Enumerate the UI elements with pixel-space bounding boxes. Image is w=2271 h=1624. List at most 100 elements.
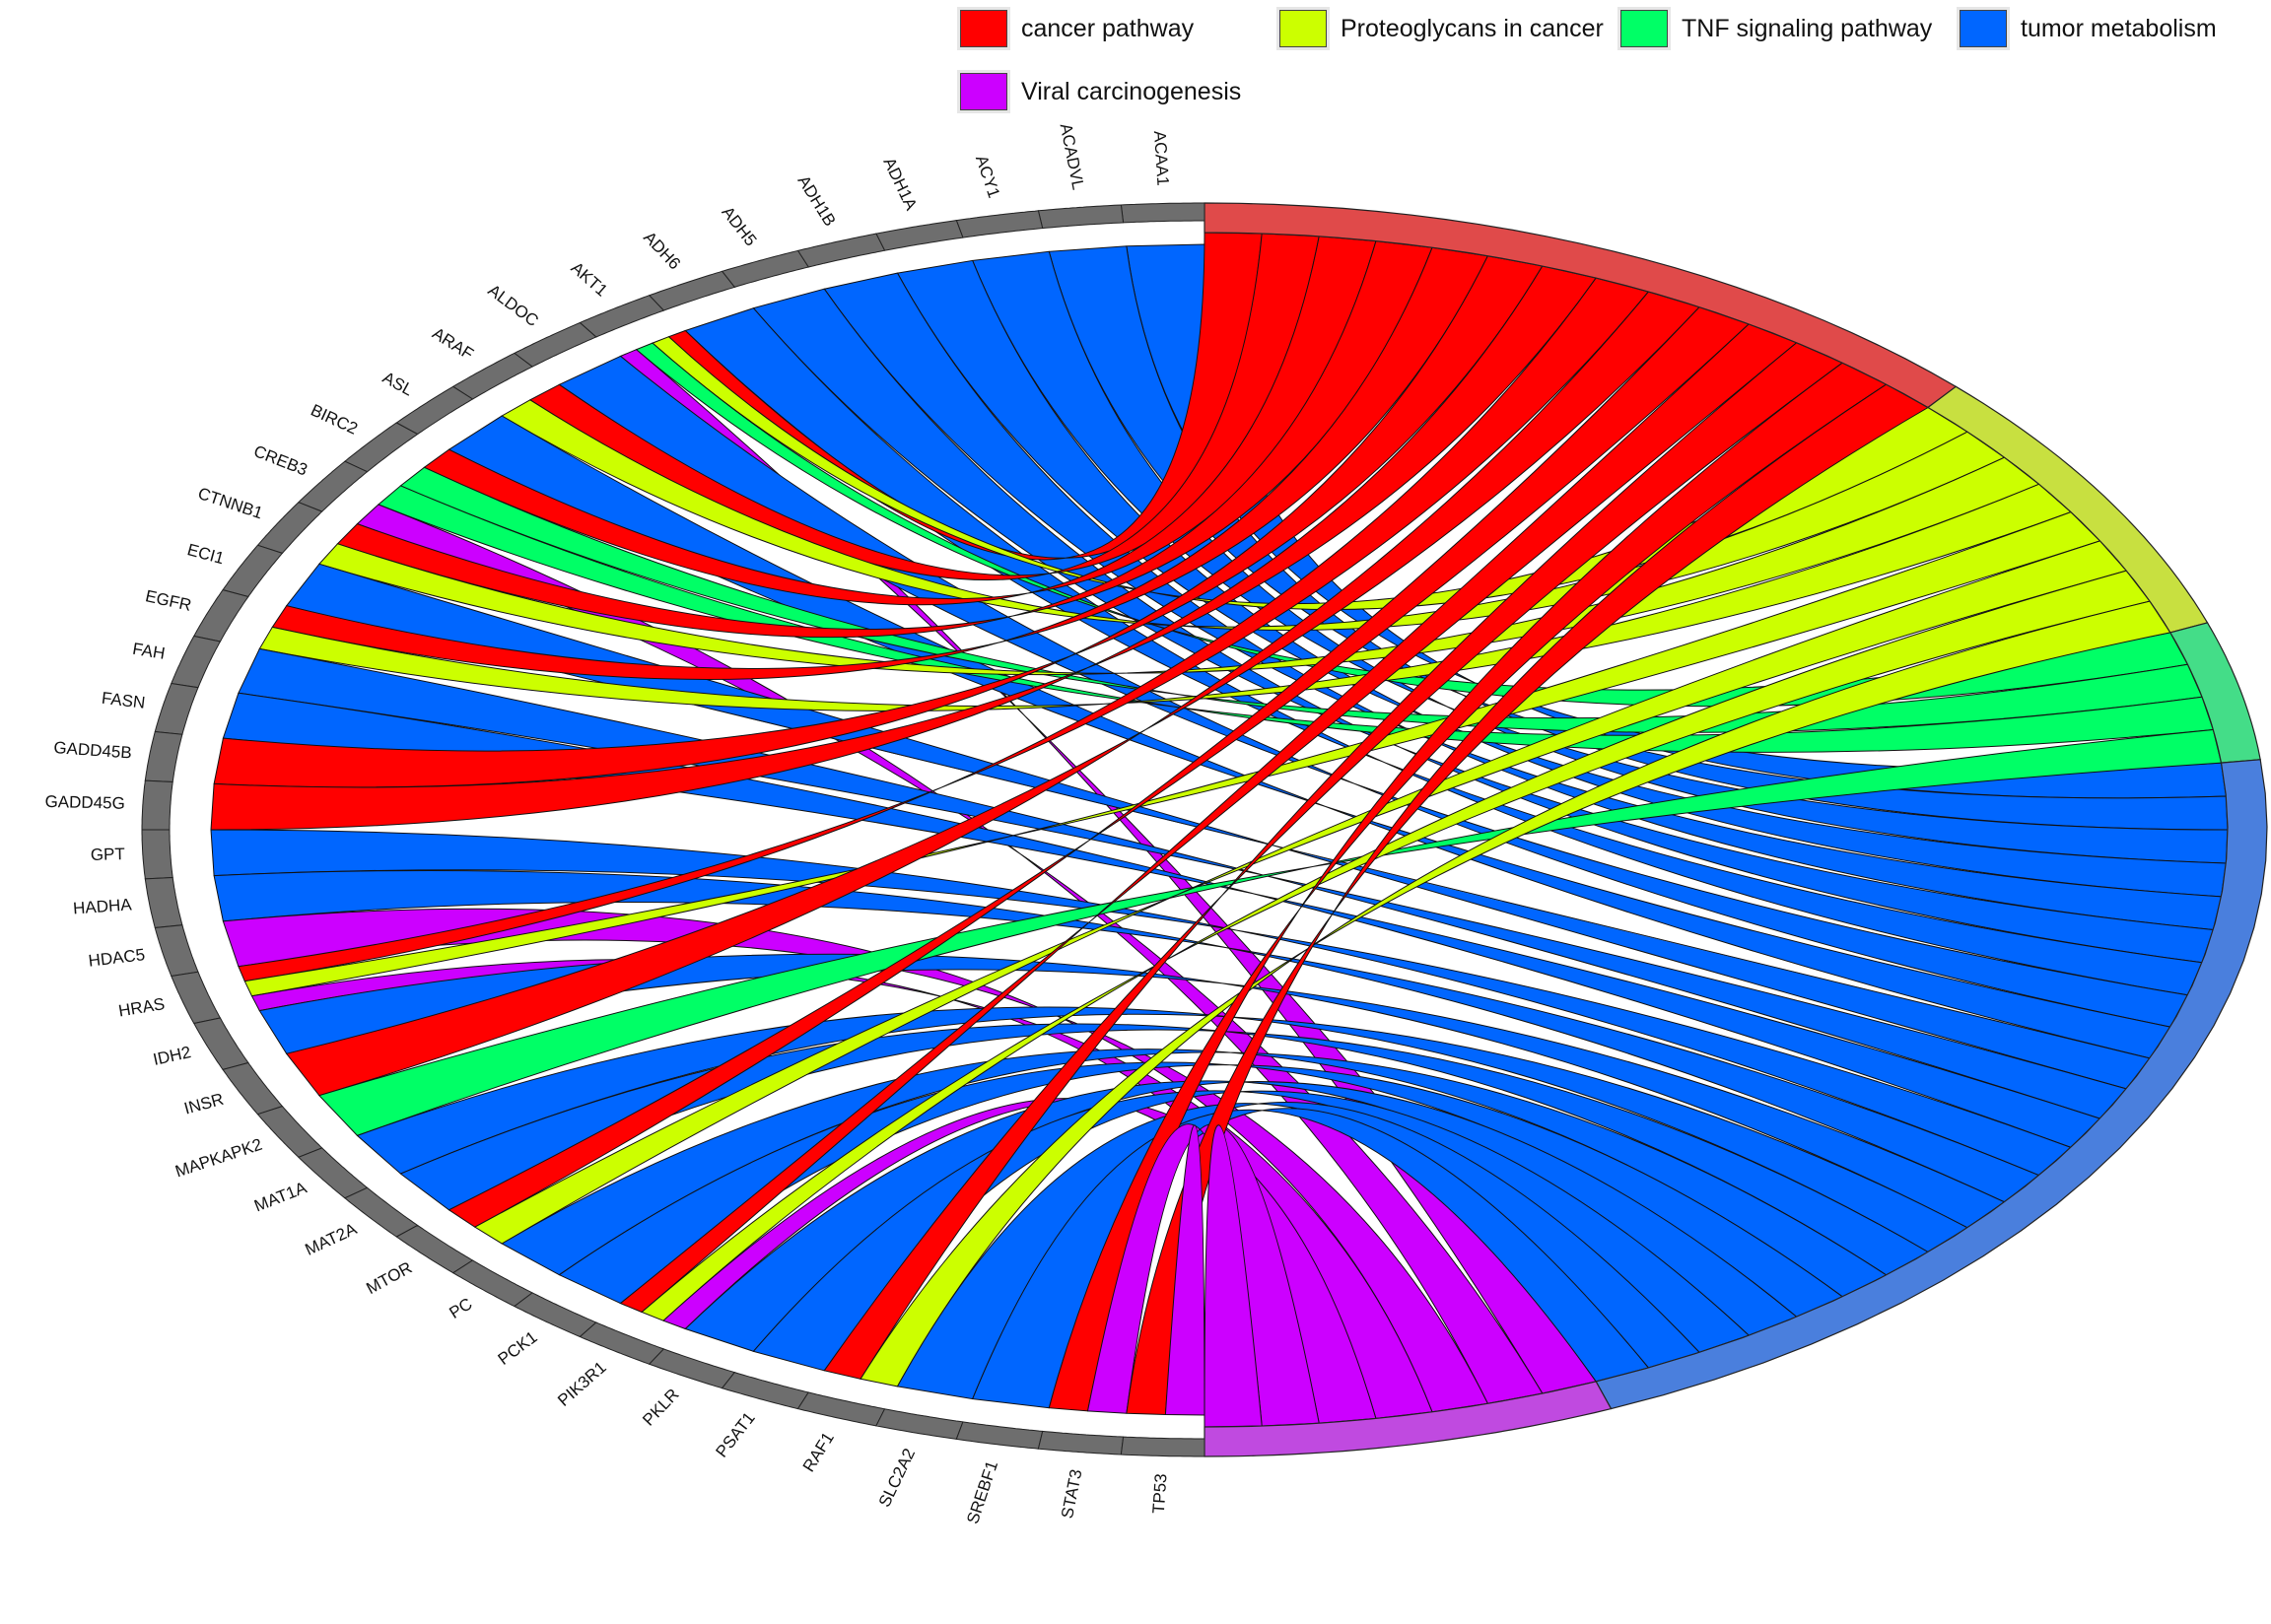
gene-segment [875, 220, 964, 251]
arcs-layer [141, 202, 2268, 1457]
gene-label-adh1a: ADH1A [879, 155, 921, 214]
gene-label-fasn: FASN [101, 689, 146, 712]
gene-segment [395, 1224, 474, 1274]
gene-segment [1037, 1430, 1125, 1455]
gene-label-slc2a2: SLC2A2 [875, 1446, 919, 1510]
gene-segment [298, 460, 369, 512]
legend-label: cancer pathway [1021, 14, 1195, 42]
gene-label-creb3: CREB3 [251, 441, 310, 479]
gene-segment [141, 779, 173, 831]
gene-segment [579, 1321, 665, 1365]
legend-item-viral: Viral carcinogenesis [957, 70, 1242, 113]
gene-label-acy1: ACY1 [972, 153, 1003, 200]
gene-segment [451, 352, 534, 400]
gene-segment [171, 971, 222, 1025]
pathway-arc [1204, 1381, 1613, 1457]
gene-label-pc: PC [446, 1294, 475, 1322]
ribbon [752, 288, 2214, 964]
gene-label-adh1b: ADH1B [793, 172, 839, 230]
gene-segment [579, 295, 665, 338]
gene-label-eci1: ECI1 [185, 540, 226, 568]
gene-segment [955, 1421, 1044, 1450]
gene-label-pklr: PKLR [639, 1385, 682, 1429]
gene-segment [141, 829, 173, 880]
gene-segment [343, 422, 419, 473]
gene-segment [721, 249, 809, 288]
legend-swatch [1617, 7, 1671, 50]
gene-label-mat1a: MAT1A [251, 1178, 310, 1215]
gene-segment [256, 1106, 323, 1158]
gene-segment [451, 1259, 534, 1308]
gene-segment [955, 210, 1044, 238]
legend-label: Proteoglycans in cancer [1341, 14, 1604, 42]
gene-label-gpt: GPT [91, 845, 125, 864]
gene-label-raf1: RAF1 [799, 1429, 838, 1475]
gene-label-akt1: AKT1 [568, 258, 611, 300]
gene-segment [171, 635, 222, 689]
gene-label-idh2: IDH2 [152, 1043, 193, 1069]
gene-segment [796, 1391, 886, 1427]
gene-label-fah: FAH [131, 640, 167, 663]
gene-label-hadha: HADHA [72, 895, 132, 917]
gene-segment [1037, 204, 1125, 230]
gene-label-araf: ARAF [429, 324, 476, 364]
gene-segment [513, 321, 597, 368]
gene-segment [343, 1186, 419, 1238]
gene-label-mapkapk2: MAPKAPK2 [172, 1135, 264, 1182]
gene-segment [193, 1017, 249, 1070]
gene-label-birc2: BIRC2 [308, 400, 360, 438]
ribbons-layer [210, 232, 2229, 1428]
gene-label-acadvl: ACADVL [1057, 122, 1088, 191]
legend-swatch [1276, 7, 1330, 50]
gene-segment [721, 1372, 809, 1410]
gene-label-hdac5: HDAC5 [88, 945, 146, 971]
gene-segment [154, 924, 199, 978]
gene-segment [395, 385, 474, 436]
gene-label-tp53: TP53 [1149, 1473, 1171, 1515]
gene-segment [256, 502, 323, 554]
gene-segment [222, 544, 284, 598]
gene-label-adh5: ADH5 [718, 203, 760, 249]
gene-label-egfr: EGFR [144, 586, 193, 615]
gene-segment [144, 876, 183, 929]
gene-label-srebf1: SREBF1 [963, 1458, 1001, 1526]
gene-label-ctnnb1: CTNNB1 [195, 484, 265, 522]
gene-segment [648, 1348, 736, 1389]
gene-segment [193, 589, 249, 643]
legend-label: TNF signaling pathway [1682, 14, 1933, 42]
gene-label-asl: ASL [379, 368, 416, 399]
gene-label-aldoc: ALDOC [485, 281, 542, 330]
gene-label-hras: HRAS [117, 994, 167, 1020]
gene-segment [222, 1061, 284, 1116]
gene-segment [648, 270, 736, 311]
gene-segment [796, 233, 886, 268]
gene-segment [144, 730, 183, 783]
legend-swatch [957, 70, 1010, 113]
gene-label-stat3: STAT3 [1058, 1467, 1086, 1520]
legend-item-tumor-metabolism: tumor metabolism [1957, 7, 2217, 50]
gene-label-pck1: PCK1 [495, 1327, 541, 1369]
legend-label: Viral carcinogenesis [1021, 77, 1242, 105]
gene-label-acaa1: ACAA1 [1150, 130, 1173, 186]
gene-label-mat2a: MAT2A [303, 1219, 361, 1259]
gene-segment [513, 1292, 597, 1338]
gene-label-pik3r1: PIK3R1 [554, 1358, 610, 1410]
gene-segment [875, 1408, 964, 1440]
gene-label-gadd45b: GADD45B [53, 738, 133, 762]
gene-label-gadd45g: GADD45G [44, 792, 125, 813]
ribbon [558, 355, 2189, 1028]
legend-item-tnf: TNF signaling pathway [1617, 7, 1933, 50]
legend: cancer pathway Proteoglycans in cancer T… [954, 0, 2271, 116]
gene-segment [154, 682, 199, 735]
legend-swatch [957, 7, 1010, 50]
gene-label-psat1: PSAT1 [712, 1408, 758, 1460]
legend-item-cancer-pathway: cancer pathway [957, 7, 1195, 50]
gene-segment [298, 1147, 369, 1199]
gene-label-adh6: ADH6 [640, 228, 684, 273]
legend-swatch [1957, 7, 2010, 50]
gene-label-mtor: MTOR [363, 1258, 415, 1298]
legend-item-proteoglycans: Proteoglycans in cancer [1276, 7, 1604, 50]
gene-segment [1120, 202, 1205, 224]
gene-segment [1120, 1436, 1205, 1457]
